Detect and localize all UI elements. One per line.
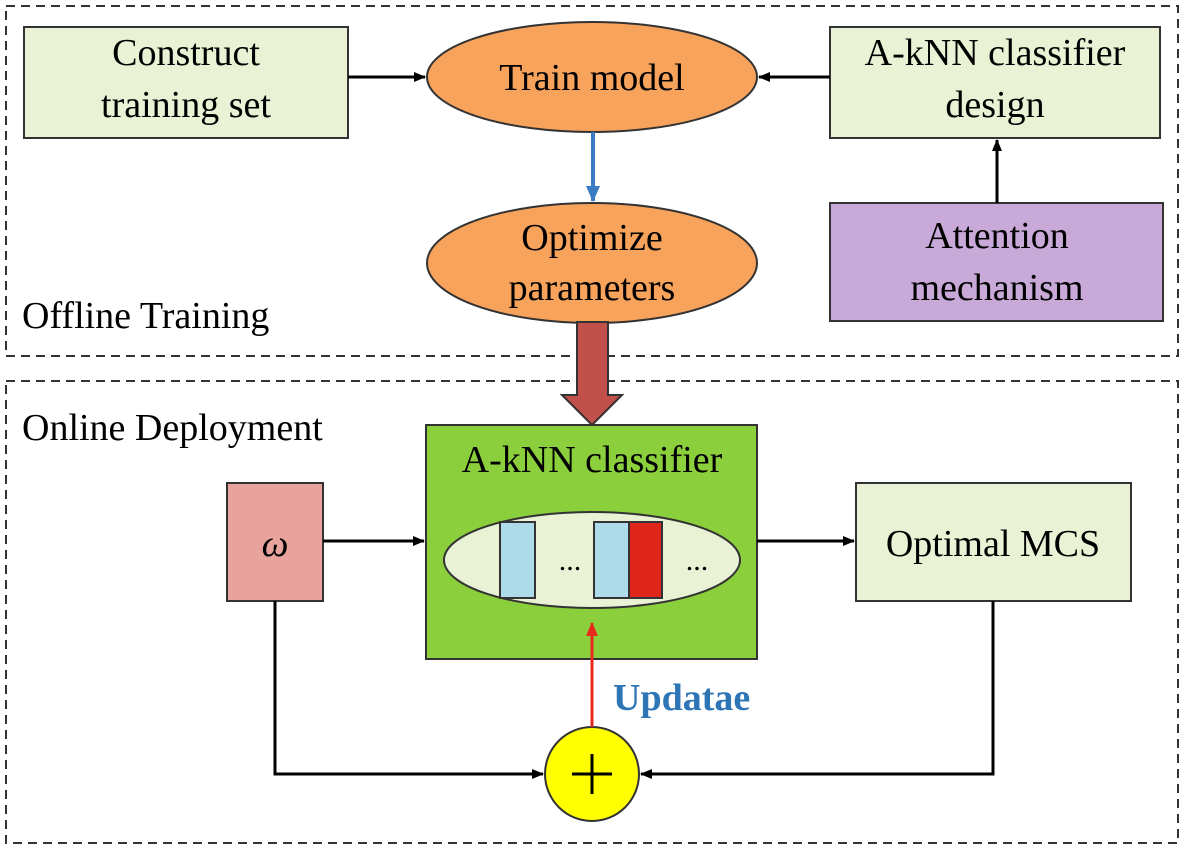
arrow-omega-to-adder <box>273 601 544 779</box>
online-deployment-label: Online Deployment <box>22 407 323 449</box>
construct-line2: training set <box>101 84 271 126</box>
sample-bar-1 <box>499 521 536 599</box>
sample-bar-2 <box>593 521 630 599</box>
offline-training-label: Offline Training <box>22 295 269 337</box>
train-model-label: Train model <box>499 57 684 99</box>
attention-line2: mechanism <box>910 267 1083 309</box>
optimal-mcs-box <box>855 482 1132 602</box>
aknn-design-line2: design <box>945 84 1044 126</box>
ellipsis-1: ... <box>559 544 582 577</box>
sample-bar-3-selected <box>628 521 663 599</box>
construct-training-set-box <box>23 26 349 139</box>
attention-line1: Attention <box>925 215 1069 257</box>
deploy-block-arrow <box>559 321 625 427</box>
omega-box <box>226 482 324 602</box>
optimal-mcs-label: Optimal MCS <box>886 523 1100 565</box>
optimize-line2: parameters <box>509 267 676 309</box>
update-label: Updatae <box>613 677 750 719</box>
aknn-design-line1: A-kNN classifier <box>865 32 1126 74</box>
arrow-mcs-to-adder <box>640 601 995 779</box>
aknn-classifier-title: A-kNN classifier <box>462 439 723 481</box>
omega-symbol: ω <box>262 523 289 565</box>
construct-line1: Construct <box>112 32 260 74</box>
aknn-design-box <box>829 26 1161 139</box>
attention-mechanism-box <box>829 202 1164 322</box>
ellipsis-2: ... <box>686 544 709 577</box>
optimize-line1: Optimize <box>521 217 662 259</box>
